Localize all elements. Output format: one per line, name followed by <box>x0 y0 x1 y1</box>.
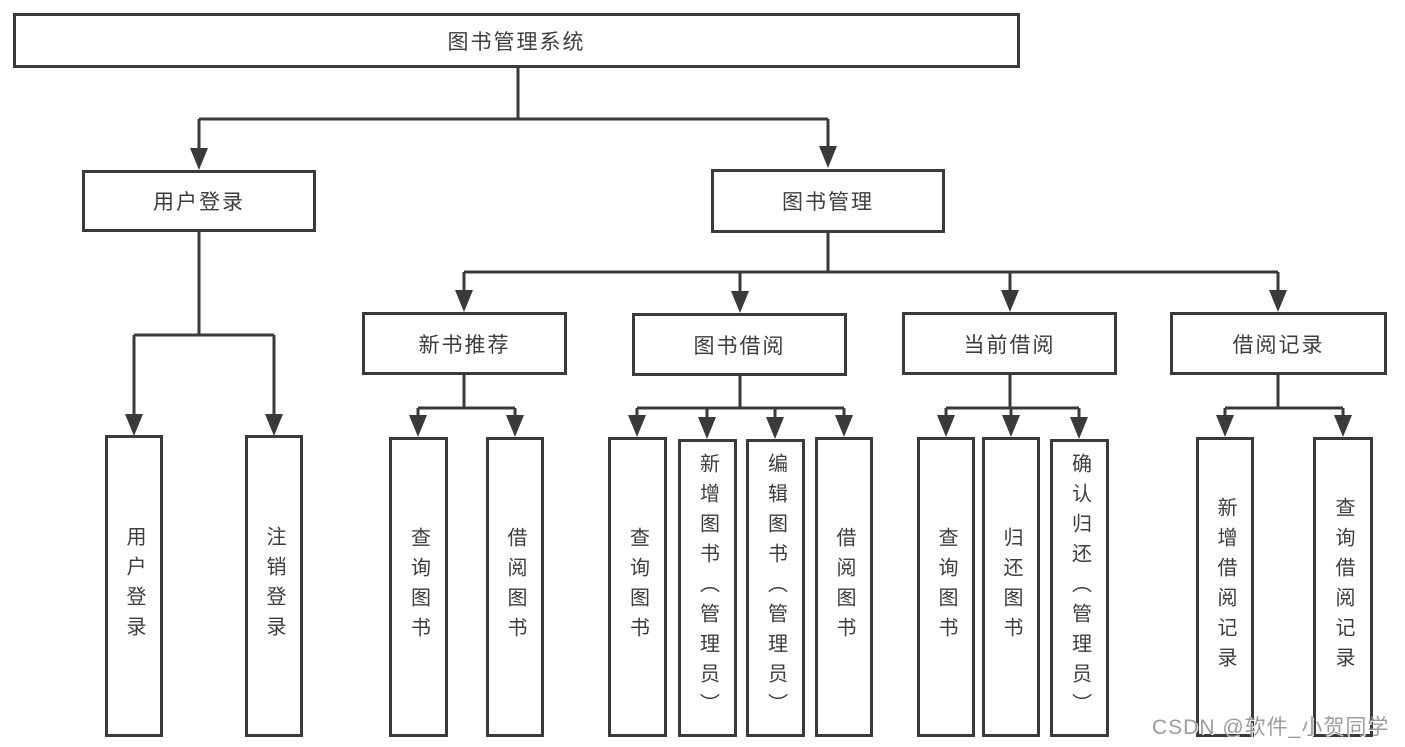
node-label: 图书管理系统 <box>447 30 586 54</box>
leaf-confirm-return-admin: 确认归还（管理员） <box>1050 439 1109 737</box>
leaf-logout: 注销登录 <box>245 435 303 737</box>
node-label: 借阅图书 <box>504 527 526 647</box>
node-label: 注销登录 <box>263 526 285 646</box>
leaf-user-login: 用户登录 <box>105 435 163 737</box>
node-borrowing-records: 借阅记录 <box>1170 312 1387 375</box>
node-label: 新书推荐 <box>418 333 511 357</box>
leaf-edit-books-admin: 编辑图书（管理员） <box>746 439 805 737</box>
node-user-login: 用户登录 <box>82 170 316 232</box>
node-label: 查询图书 <box>407 527 430 647</box>
node-label: 图书管理 <box>782 191 874 214</box>
node-current-borrowing: 当前借阅 <box>902 312 1117 375</box>
leaf-add-books-admin: 新增图书（管理员） <box>678 439 737 737</box>
node-label: 确认归还（管理员） <box>1068 453 1091 723</box>
leaf-query-borrow-record: 查询借阅记录 <box>1313 437 1373 737</box>
node-label: 查询图书 <box>626 527 649 647</box>
node-label: 借阅记录 <box>1232 333 1325 357</box>
node-new-book-recommendation: 新书推荐 <box>362 312 567 375</box>
leaf-borrow-books-2: 借阅图书 <box>815 437 873 737</box>
leaf-query-books-2: 查询图书 <box>608 437 667 737</box>
node-label: 新增借阅记录 <box>1214 497 1236 677</box>
node-label: 查询图书 <box>935 527 957 647</box>
leaf-add-borrow-record: 新增借阅记录 <box>1196 437 1254 737</box>
node-label: 归还图书 <box>1000 527 1022 647</box>
node-label: 查询借阅记录 <box>1332 497 1354 677</box>
node-label: 用户登录 <box>153 191 245 214</box>
leaf-query-books-3: 查询图书 <box>917 437 975 737</box>
node-label: 编辑图书（管理员） <box>764 453 787 723</box>
node-book-management: 图书管理 <box>711 169 945 233</box>
node-library-management-system: 图书管理系统 <box>13 13 1020 68</box>
leaf-return-books: 归还图书 <box>982 437 1040 737</box>
leaf-query-books-1: 查询图书 <box>389 437 448 737</box>
node-book-borrowing: 图书借阅 <box>632 313 847 376</box>
node-label: 借阅图书 <box>833 527 855 647</box>
leaf-borrow-books-1: 借阅图书 <box>486 437 544 737</box>
node-label: 图书借阅 <box>693 334 786 358</box>
node-label: 新增图书（管理员） <box>696 453 719 723</box>
csdn-watermark: CSDN @软件_小贺同学 <box>1152 716 1390 739</box>
node-label: 用户登录 <box>123 526 145 646</box>
node-label: 当前借阅 <box>963 333 1056 357</box>
